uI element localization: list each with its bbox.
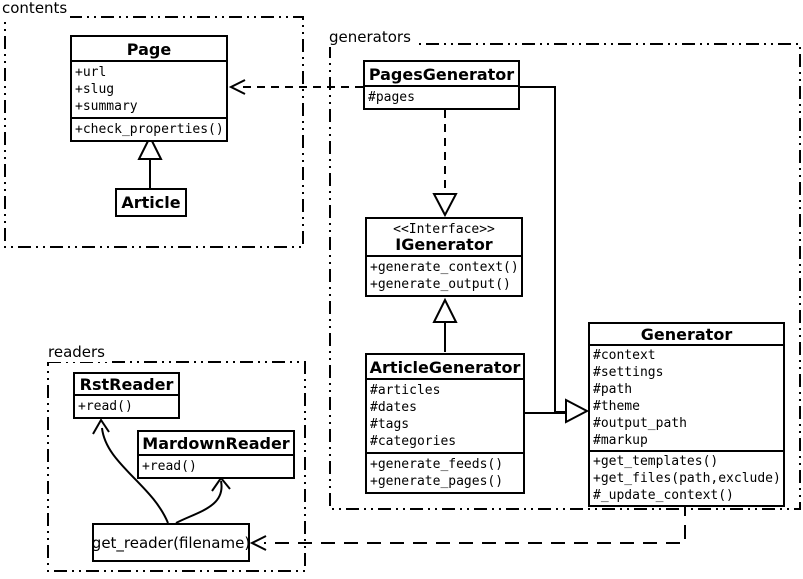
- attribute-line: #tags: [370, 417, 410, 432]
- method-line: +generate_feeds(): [370, 457, 504, 472]
- attribute-line: #pages: [368, 90, 415, 105]
- page-methods: +check_properties(): [72, 117, 226, 140]
- igenerator-methods: +generate_context() +generate_output(): [367, 257, 521, 295]
- open-arrowhead: [249, 535, 267, 551]
- class-title-rstreader: RstReader: [75, 374, 178, 396]
- function-box-get-reader: get_reader(filename): [92, 523, 250, 562]
- method-line: +read(): [78, 399, 133, 414]
- hollow-triangle-arrowhead: [432, 297, 458, 323]
- method-line: +read(): [142, 459, 197, 474]
- method-line: #_update_context(): [593, 488, 734, 503]
- class-title-markdownreader: MardownReader: [139, 432, 293, 456]
- pagesgenerator-to-igenerator-realization: [432, 110, 458, 218]
- method-line: +generate_context(): [370, 260, 519, 275]
- class-box-articlegenerator: ArticleGenerator #articles #dates #tags #ca…: [365, 353, 525, 494]
- method-line: +generate_pages(): [370, 474, 504, 489]
- get-reader-label: get_reader(filename): [91, 533, 251, 552]
- pagesgenerator-attributes: #pages: [365, 87, 518, 108]
- open-arrowhead: [92, 418, 110, 435]
- generator-to-getreader-dependency: [249, 502, 686, 551]
- attribute-line: #path: [593, 382, 633, 397]
- page-attributes: +url +slug +summary: [72, 62, 226, 117]
- attribute-line: #context: [593, 348, 656, 363]
- article-to-page-generalization: [137, 134, 163, 188]
- generators-package-border: [329, 43, 801, 510]
- class-title-generator: Generator: [590, 324, 783, 346]
- getreader-to-rstreader-arrow: [92, 418, 169, 524]
- attribute-line: #theme: [593, 399, 640, 414]
- attribute-line: +url: [75, 65, 107, 80]
- generators-to-generator-generalization: [520, 86, 590, 424]
- igenerator-stereotype: <<Interface>>: [393, 222, 495, 237]
- attribute-line: #dates: [370, 400, 417, 415]
- attribute-line: +slug: [75, 82, 115, 97]
- articlegenerator-methods: +generate_feeds() +generate_pages(): [367, 452, 523, 492]
- rstreader-methods: +read(): [75, 396, 178, 417]
- attribute-line: +summary: [75, 99, 138, 114]
- hollow-triangle-arrowhead: [432, 193, 458, 218]
- class-box-rstreader: RstReader +read(): [73, 372, 180, 419]
- attribute-line: #settings: [593, 365, 664, 380]
- getreader-to-markdownreader-arrow: [175, 476, 231, 524]
- class-title-page: Page: [72, 37, 226, 62]
- class-box-generator: Generator #context #settings #path #theme #o…: [588, 322, 785, 507]
- method-line: +check_properties(): [75, 122, 224, 137]
- class-box-article: Article: [115, 188, 187, 217]
- package-label-readers: readers: [47, 344, 108, 362]
- class-title-igenerator: IGenerator: [367, 235, 521, 257]
- contents-package-border: [4, 16, 304, 248]
- hollow-triangle-arrowhead: [137, 134, 163, 160]
- open-arrowhead: [228, 79, 246, 95]
- attribute-line: #output_path: [593, 416, 687, 431]
- class-title-article: Article: [121, 193, 181, 212]
- generator-methods: +get_templates() +get_files(path,exclude)…: [590, 450, 783, 505]
- generator-attributes: #context #settings #path #theme #output_path…: [590, 346, 783, 450]
- class-box-pagesgenerator: PagesGenerator #pages: [363, 60, 520, 110]
- class-box-markdownreader: MardownReader +read(): [137, 430, 295, 479]
- package-label-contents: contents: [1, 0, 71, 18]
- articlegenerator-to-igenerator-generalization: [432, 297, 458, 352]
- readers-package-border: [47, 361, 306, 572]
- class-title-articlegenerator: ArticleGenerator: [367, 355, 523, 380]
- class-box-page: Page +url +slug +summary +check_properties…: [70, 35, 228, 142]
- hollow-triangle-arrowhead: [565, 398, 590, 424]
- method-line: +generate_output(): [370, 277, 511, 292]
- pagesgenerator-to-page-dependency: [228, 79, 363, 95]
- markdownreader-methods: +read(): [139, 456, 293, 477]
- method-line: +get_files(path,exclude): [593, 471, 781, 486]
- attribute-line: #categories: [370, 434, 457, 449]
- articlegenerator-attributes: #articles #dates #tags #categories: [367, 380, 523, 452]
- class-box-igenerator: <<Interface>> IGenerator +generate_conte…: [365, 217, 523, 297]
- attribute-line: #articles: [370, 383, 441, 398]
- method-line: +get_templates(): [593, 454, 719, 469]
- attribute-line: #markup: [593, 433, 648, 448]
- package-label-generators: generators: [328, 29, 414, 47]
- class-title-pagesgenerator: PagesGenerator: [365, 62, 518, 87]
